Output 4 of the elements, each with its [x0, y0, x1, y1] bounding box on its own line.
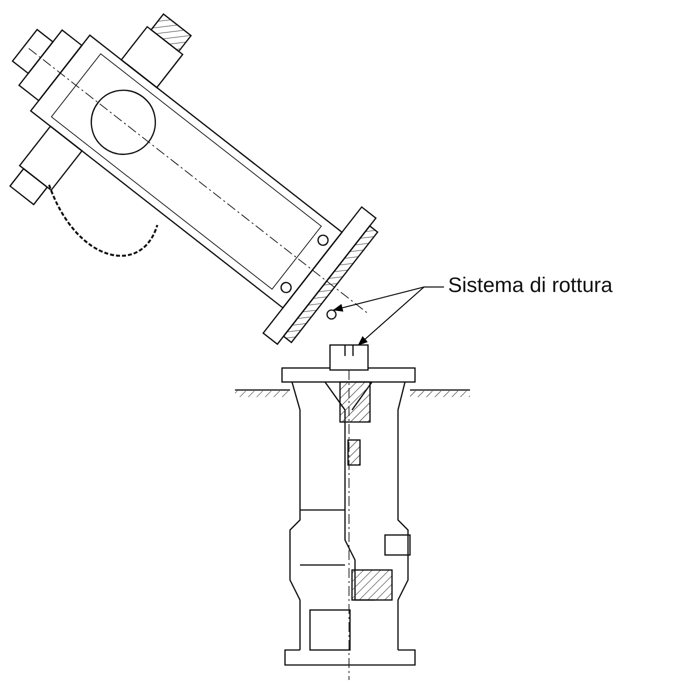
- leader-line: [358, 286, 444, 346]
- callout-label: Sistema di rottura: [448, 274, 613, 298]
- break-nut: [329, 344, 369, 371]
- bolt-head: [326, 309, 337, 320]
